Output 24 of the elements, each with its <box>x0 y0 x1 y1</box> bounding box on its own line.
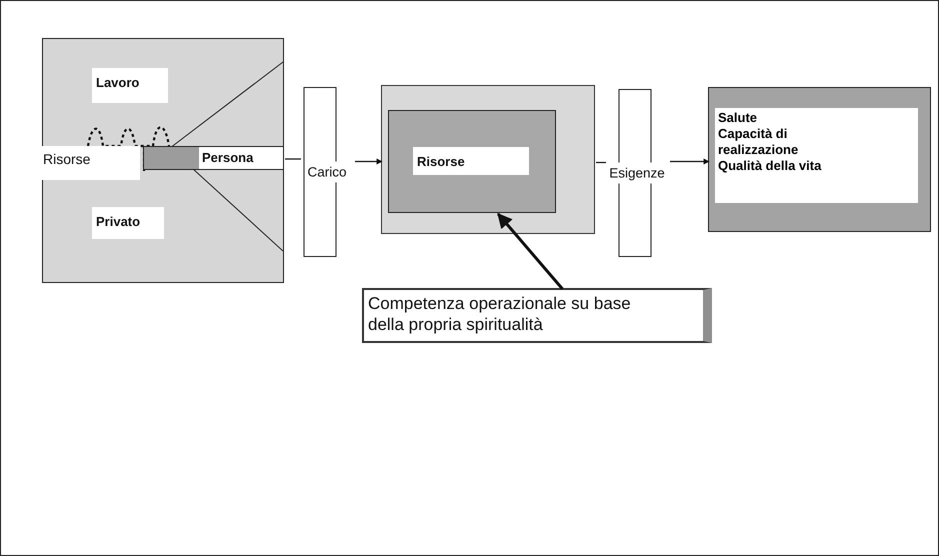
node-label: Risorse <box>43 151 90 167</box>
label-box <box>413 147 529 175</box>
label-box <box>92 68 168 103</box>
node-label: Esigenze <box>608 162 666 184</box>
arrow <box>670 158 710 164</box>
node-label: Privato <box>96 214 140 229</box>
resource-box <box>388 110 556 213</box>
node-label: Lavoro <box>96 75 140 90</box>
node-label: Persona <box>202 150 254 165</box>
context-panel <box>42 38 284 283</box>
arrow <box>355 158 383 164</box>
outcome-text: Salute <box>718 110 758 126</box>
person-box <box>143 146 284 170</box>
label-box <box>92 207 164 239</box>
arrow <box>497 212 564 290</box>
node-label: Risorse <box>417 154 465 169</box>
outcome-box <box>708 87 931 232</box>
outcome-text: Capacità di realizzazione <box>718 126 800 158</box>
label-box <box>42 146 140 180</box>
callout-box <box>362 288 712 343</box>
resource-frame <box>381 85 595 234</box>
outcome-text: Qualità della vita <box>718 158 822 174</box>
node-label: Carico <box>306 162 348 182</box>
callout-text: Competenza operazionale su base della propria spiritualità <box>368 293 632 335</box>
